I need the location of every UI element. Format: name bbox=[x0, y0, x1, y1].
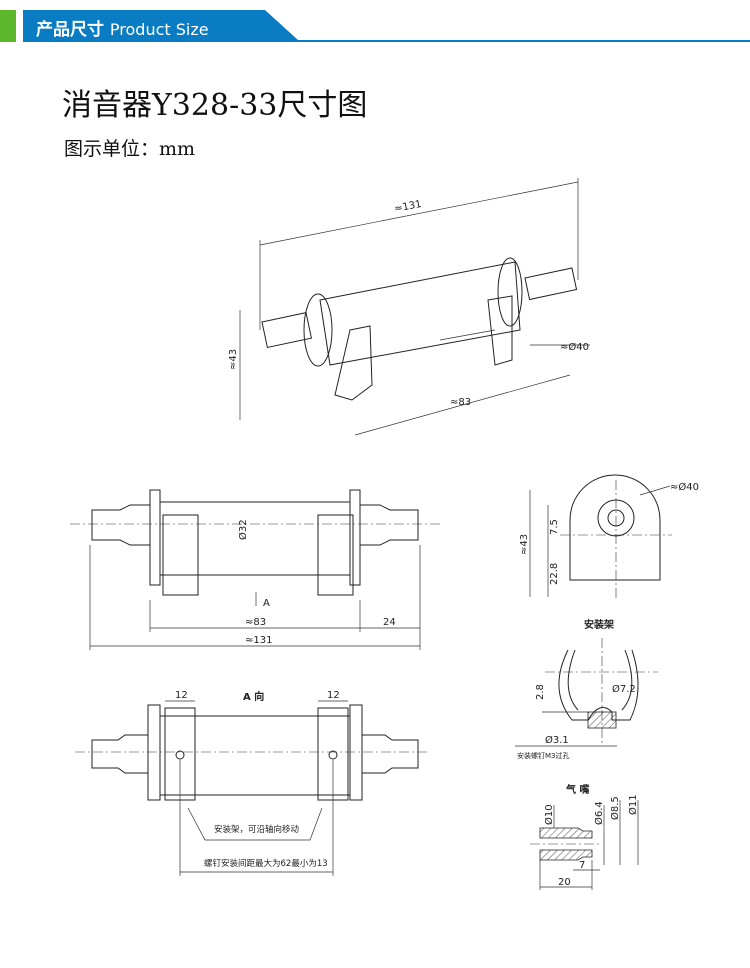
dim-nozzle-d1: Ø10 bbox=[543, 804, 555, 825]
dim-nozzle-l2: 20 bbox=[558, 877, 571, 888]
nozzle-detail: 气 嘴 Ø10 Ø6.4 Ø8.5 Ø11 7 20 bbox=[530, 783, 639, 890]
dim-nozzle-d2: Ø6.4 bbox=[593, 801, 605, 825]
dim-side-diameter: ≈Ø40 bbox=[670, 481, 699, 493]
dim-front-nozzle: 24 bbox=[383, 617, 396, 628]
page-title: 消音器Y328-33尺寸图 bbox=[62, 88, 368, 123]
header-title-cn: 产品尺寸 bbox=[36, 20, 104, 40]
dim-iso-height: ≈43 bbox=[228, 349, 239, 370]
a-view-note-bracket: 安装架，可沿轴向移动 bbox=[214, 824, 300, 835]
a-direction-view: A 向 12 12 安装架，可沿轴向移动 螺钉安装间距最大为62最小为13 bbox=[75, 690, 430, 876]
header-title-en: Product Size bbox=[109, 20, 209, 39]
bracket-note: 安装螺钉M3过孔 bbox=[517, 751, 570, 760]
dim-side-height: ≈43 bbox=[519, 534, 530, 555]
dim-nozzle-d3: Ø8.5 bbox=[609, 796, 621, 820]
a-view-title: A 向 bbox=[243, 690, 264, 703]
dim-nozzle-l1: 7 bbox=[579, 860, 585, 871]
unit-label: 图示单位：mm bbox=[64, 138, 196, 160]
header-bar bbox=[23, 10, 750, 42]
dim-a-right-width: 12 bbox=[327, 690, 340, 701]
dim-iso-body: ≈83 bbox=[450, 397, 471, 408]
section-header: 产品尺寸 Product Size bbox=[36, 15, 209, 40]
dim-bracket-hole: Ø3.1 bbox=[545, 734, 569, 746]
dim-nozzle-d4: Ø11 bbox=[627, 794, 639, 815]
dim-side-lower: 22.8 bbox=[549, 563, 560, 585]
section-marker-a: A bbox=[263, 598, 270, 609]
front-view: Ø32 A ≈83 24 ≈131 bbox=[70, 489, 440, 650]
dim-side-upper: 7.5 bbox=[549, 519, 560, 535]
dim-bracket-hole-top: Ø7.2 bbox=[612, 683, 636, 695]
bracket-detail: 安装架 2.8 Ø7.2 Ø3.1 安装螺钉M3过孔 bbox=[515, 618, 658, 760]
iso-view: ≈131 ≈Ø40 ≈43 ≈83 bbox=[228, 178, 590, 436]
side-view: ≈43 7.5 22.8 ≈Ø40 bbox=[519, 474, 699, 600]
dim-bracket-h: 2.8 bbox=[535, 684, 546, 700]
bracket-title: 安装架 bbox=[584, 618, 614, 631]
header-accent bbox=[0, 10, 16, 42]
dim-inner-dia: Ø32 bbox=[237, 519, 249, 540]
dim-front-total: ≈131 bbox=[245, 635, 272, 646]
dim-iso-diameter: ≈Ø40 bbox=[560, 341, 589, 353]
dim-iso-length: ≈131 bbox=[393, 199, 422, 215]
a-view-note-spacing: 螺钉安装间距最大为62最小为13 bbox=[204, 858, 328, 869]
dim-a-left-width: 12 bbox=[175, 690, 188, 701]
dim-front-body: ≈83 bbox=[245, 617, 266, 628]
nozzle-title: 气 嘴 bbox=[565, 783, 589, 796]
